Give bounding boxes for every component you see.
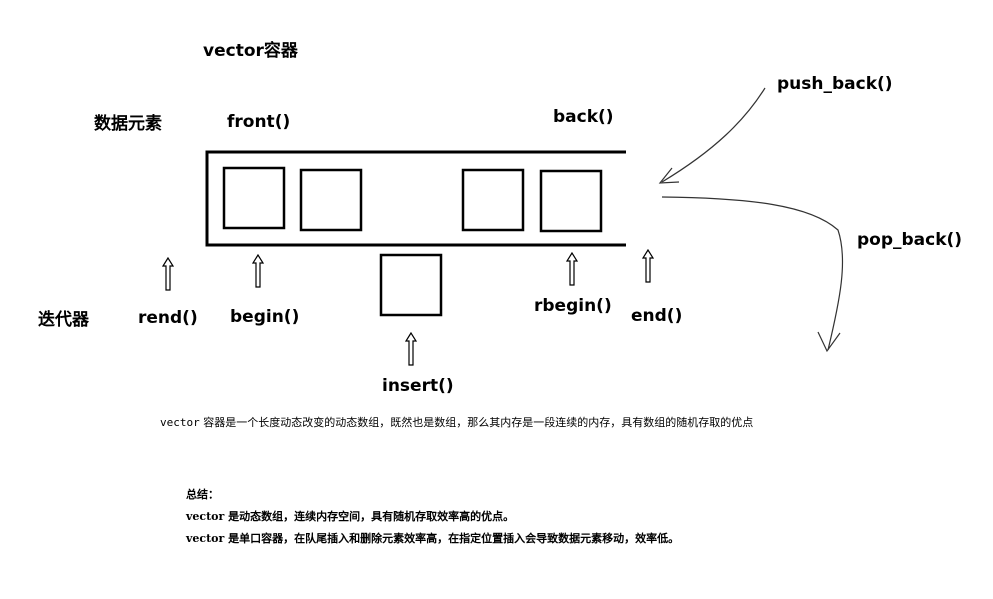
description-text: 容器是一个长度动态改变的动态数组，既然也是数组，那么其内存是一段连续的内存，具有… bbox=[199, 416, 754, 429]
front-label: front() bbox=[227, 112, 291, 132]
element-box-2 bbox=[299, 168, 363, 232]
pop-back-arrowhead bbox=[817, 331, 841, 353]
begin-label: begin() bbox=[230, 307, 300, 327]
element-box-back bbox=[539, 169, 603, 233]
summary-heading: 总结： bbox=[186, 488, 219, 501]
pop-back-arrow bbox=[661, 196, 844, 351]
insert-element-box bbox=[379, 253, 443, 317]
summary-block: 总结： vector 是动态数组，连续内存空间，具有随机存取效率高的优点。 ve… bbox=[186, 484, 679, 550]
insert-up-arrow bbox=[404, 331, 418, 366]
elements-label: 数据元素 bbox=[94, 114, 162, 134]
end-up-arrow bbox=[641, 248, 655, 283]
rbegin-up-arrow bbox=[565, 251, 579, 286]
rend-up-arrow bbox=[161, 256, 175, 291]
begin-up-arrow bbox=[251, 253, 265, 288]
back-label: back() bbox=[553, 107, 614, 127]
end-label: end() bbox=[631, 306, 683, 326]
summary-line-1: vector 是动态数组，连续内存空间，具有随机存取效率高的优点。 bbox=[186, 510, 515, 523]
iterators-label: 迭代器 bbox=[38, 310, 89, 330]
pop-back-label: pop_back() bbox=[857, 230, 963, 250]
element-box-front bbox=[222, 166, 286, 230]
element-box-3 bbox=[461, 168, 525, 232]
rbegin-label: rbegin() bbox=[534, 296, 612, 316]
description-code: vector bbox=[160, 416, 200, 429]
rend-label: rend() bbox=[138, 308, 198, 328]
insert-label: insert() bbox=[382, 376, 454, 396]
push-back-arrowhead bbox=[658, 167, 680, 184]
push-back-label: push_back() bbox=[777, 74, 893, 94]
summary-line-2: vector 是单口容器，在队尾插入和删除元素效率高，在指定位置插入会导致数据元… bbox=[186, 532, 680, 545]
push-back-arrow bbox=[661, 87, 766, 183]
vector-container bbox=[205, 150, 626, 247]
diagram-title: vector容器 bbox=[203, 41, 298, 61]
vector-description: vector 容器是一个长度动态改变的动态数组，既然也是数组，那么其内存是一段连… bbox=[160, 414, 753, 430]
